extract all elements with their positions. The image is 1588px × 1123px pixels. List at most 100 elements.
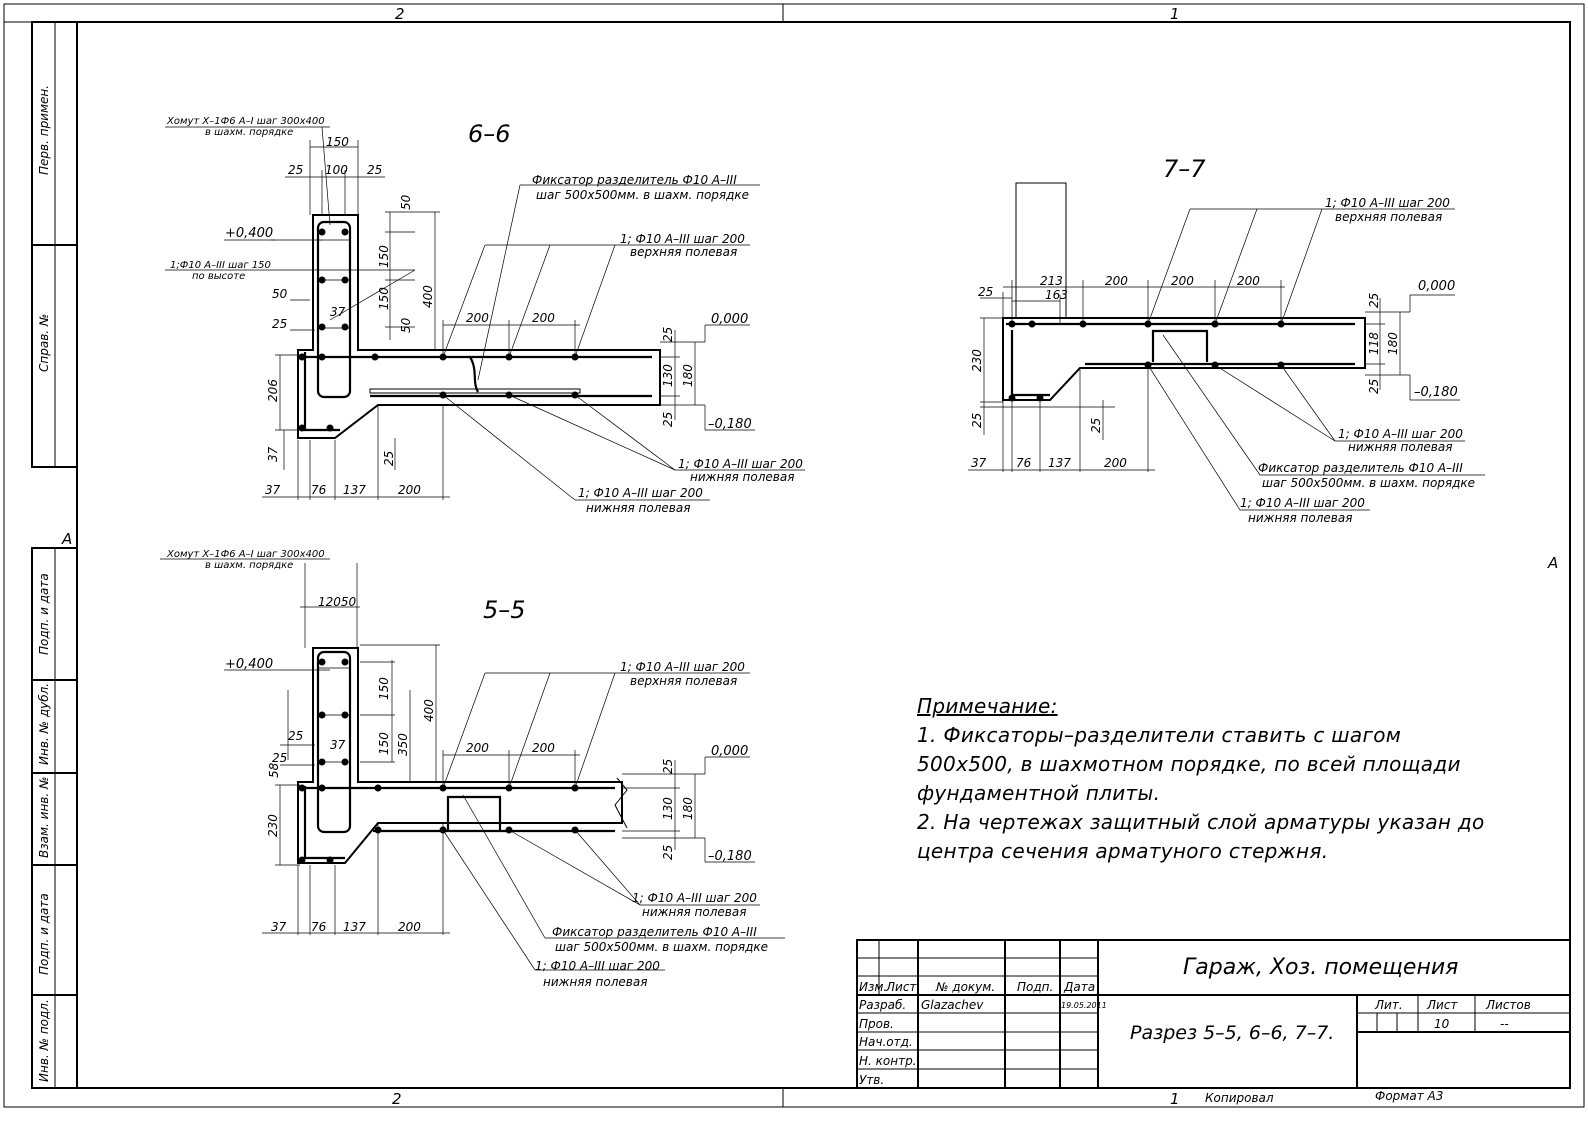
zone-label-bottom-left: 2: [392, 1090, 402, 1108]
s55-dim-130: 130: [661, 797, 675, 820]
s66-level-minus: –0,180: [708, 417, 752, 432]
s77-dim-b200: 200: [1104, 456, 1127, 470]
s66-dim-200a: 200: [466, 311, 489, 325]
tb-head-data: Дата: [1063, 980, 1095, 994]
s77-bot1-sub: нижняя полевая: [1348, 440, 1452, 454]
stamp-inv-dubl: Инв. № дубл.: [37, 683, 51, 765]
s66-dim-25a: 25: [288, 163, 303, 177]
s77-bot2-sub: нижняя полевая: [1248, 511, 1352, 525]
s55-fixator-label: Фиксатор разделитель Ф10 А–III: [552, 925, 757, 939]
s55-dim-b137: 137: [343, 920, 366, 934]
s77-dim-25: 25: [978, 285, 993, 299]
s55-dim-350: 350: [396, 733, 410, 756]
s66-fixator-sub: шаг 500х500мм. в шахм. порядке: [536, 188, 749, 202]
section-6-6-title: 6–6: [468, 120, 511, 148]
s55-bot1-sub: нижняя полевая: [642, 905, 746, 919]
s66-dim-150v1: 150: [377, 245, 391, 268]
stamp-podp-data-2: Подп. и дата: [37, 893, 51, 975]
s66-fixator-label: Фиксатор разделитель Ф10 А–III: [532, 173, 737, 187]
s66-dim-100: 100: [325, 163, 348, 177]
s77-dim-25r1: 25: [1367, 293, 1381, 308]
s77-dim-200b: 200: [1171, 274, 1194, 288]
s55-top-sub: верхняя полевая: [630, 674, 737, 688]
tb-row-prov: Пров.: [859, 1017, 894, 1031]
s55-dim-25r1: 25: [661, 759, 675, 774]
s66-dim-25b: 25: [367, 163, 382, 177]
notes-heading: Примечание:: [917, 694, 1058, 718]
s77-top-sub: верхняя полевая: [1335, 210, 1442, 224]
zone-label-top-right: 1: [1170, 5, 1180, 23]
s77-dim-180: 180: [1386, 332, 1400, 355]
tb-head-izm: Изм.: [859, 980, 887, 994]
section-6-6-outline: [297, 214, 661, 439]
s66-stirrup-label: Хомут Х–1Ф6 А–I шаг 300х400: [166, 116, 325, 127]
s55-dim-180: 180: [681, 797, 695, 820]
s66-bot2-label: 1; Ф10 А–III шаг 200: [578, 486, 703, 500]
s55-bot1-label: 1; Ф10 А–III шаг 200: [632, 891, 757, 905]
s55-level-zero: 0,000: [711, 744, 748, 759]
s77-dim-b76: 76: [1016, 456, 1032, 470]
s66-dim-180: 180: [681, 364, 695, 387]
s66-bot1-sub: нижняя полевая: [690, 470, 794, 484]
s66-dim-25r2: 25: [661, 412, 675, 427]
s55-level-minus: –0,180: [708, 849, 752, 864]
s55-dim-150: 150: [377, 677, 391, 700]
s66-dim-50c: 50: [272, 287, 288, 301]
s55-dim-b76: 76: [311, 920, 327, 934]
s66-dim-25c: 25: [272, 317, 287, 331]
s66-dim-25v: 25: [382, 451, 396, 466]
stamp-inv-podl: Инв. № подл.: [37, 999, 51, 1082]
note-line-5: центра сечения арматуного стержня.: [917, 839, 1329, 863]
stamp-sprav-no: Справ. №: [37, 314, 51, 372]
s55-dim-37: 37: [330, 738, 346, 752]
notes-block: Примечание: 1. Фиксаторы–разделители ста…: [917, 692, 1517, 866]
s55-dim-25a: 25: [288, 729, 303, 743]
s77-top-label: 1; Ф10 А–III шаг 200: [1325, 196, 1450, 210]
s66-dim-37v: 37: [266, 446, 280, 462]
s77-bot1-label: 1; Ф10 А–III шаг 200: [1338, 427, 1463, 441]
tb-head-listov: Листов: [1485, 998, 1531, 1012]
s66-dim-b76: 76: [311, 483, 327, 497]
s55-bot2-label: 1; Ф10 А–III шаг 200: [535, 959, 660, 973]
stamp-perv-primen: Перв. примен.: [37, 85, 51, 175]
tb-format: Формат А3: [1375, 1089, 1443, 1103]
tb-kopiroval: Копировал: [1205, 1091, 1274, 1105]
s55-dim-25b: 25: [272, 751, 287, 765]
s66-dim-b137: 137: [343, 483, 366, 497]
s66-dim-130: 130: [661, 364, 675, 387]
s77-dim-118: 118: [1367, 332, 1381, 355]
s66-dim-b37: 37: [265, 483, 281, 497]
s77-fixator-label: Фиксатор разделитель Ф10 А–III: [1258, 461, 1463, 475]
s66-bot2-sub: нижняя полевая: [586, 501, 690, 515]
side-stamp: Перв. примен. Справ. № Подп. и дата Инв.…: [31, 21, 78, 1089]
zone-label-left: А: [61, 530, 72, 548]
tb-listov-value: --: [1500, 1017, 1509, 1031]
section-6-6: 6–6: [165, 116, 805, 515]
project-title: Гараж, Хоз. помещения: [1183, 955, 1458, 980]
zone-label-bottom-right: 1: [1170, 1090, 1180, 1108]
s55-bot2-sub: нижняя полевая: [543, 975, 647, 989]
title-block: Гараж, Хоз. помещения Разрез 5–5, 6–6, 7…: [856, 939, 1571, 1105]
s55-fixator-sub: шаг 500х500мм. в шахм. порядке: [555, 940, 768, 954]
s77-dim-200a: 200: [1105, 274, 1128, 288]
s77-dim-b37: 37: [971, 456, 987, 470]
section-7-7: 7–7: [968, 155, 1485, 525]
s55-level-plus: +0,400: [225, 657, 273, 672]
s55-dim-150b: 150: [377, 732, 391, 755]
s77-level-minus: –0,180: [1414, 385, 1458, 400]
s66-dim-25r1: 25: [661, 327, 675, 342]
s55-dim-200b: 200: [532, 741, 555, 755]
s55-dim-400: 400: [422, 699, 436, 722]
tb-row-razrab: Разраб.: [859, 998, 906, 1012]
tb-row-nkontr: Н. контр.: [859, 1054, 917, 1068]
tb-head-doc: № докум.: [935, 980, 995, 994]
zone-label-right: А: [1547, 554, 1558, 572]
s55-dim-25r2: 25: [661, 845, 675, 860]
s77-fixator-sub: шаг 500х500мм. в шахм. порядке: [1262, 476, 1475, 490]
s77-bot2-label: 1; Ф10 А–III шаг 200: [1240, 496, 1365, 510]
s77-dim-25r2: 25: [1367, 379, 1381, 394]
s55-dim-58: 58: [267, 762, 281, 778]
section-5-5: 5–5: [160, 549, 785, 989]
tb-head-podp: Подп.: [1017, 980, 1053, 994]
